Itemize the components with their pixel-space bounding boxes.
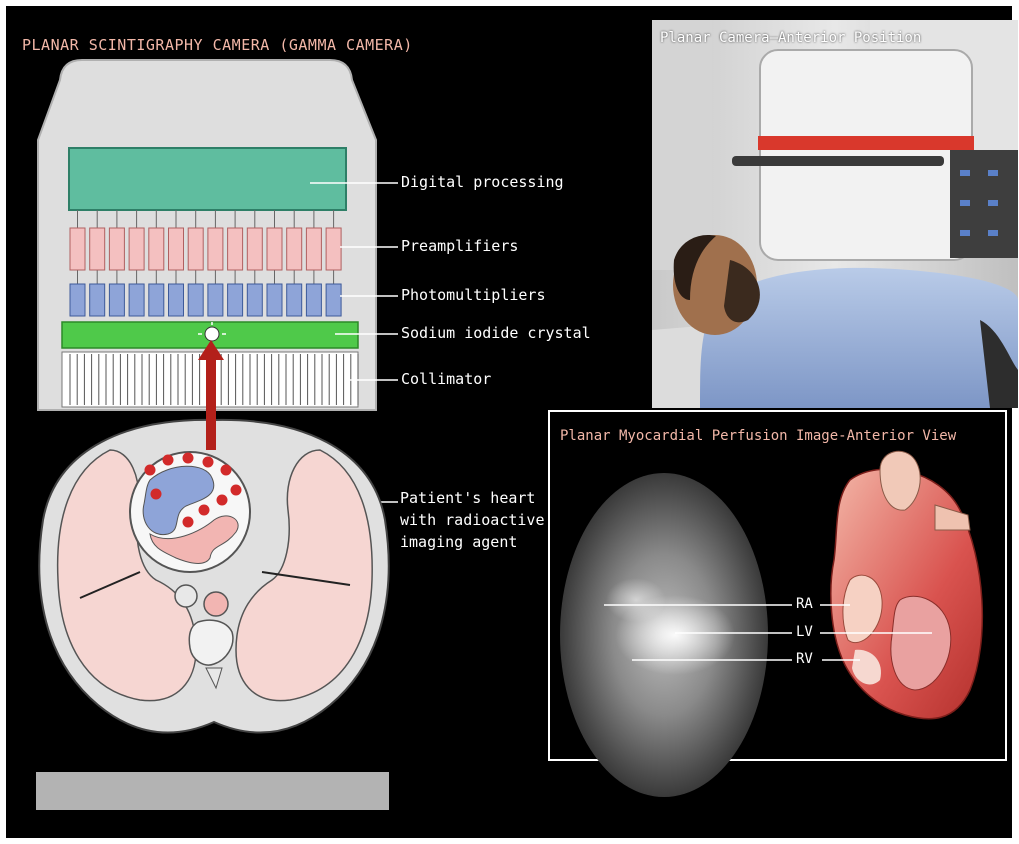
label-photomultipliers: Photomultipliers	[401, 286, 546, 304]
label-preamplifiers: Preamplifiers	[401, 237, 518, 255]
camera-red-band	[758, 136, 974, 150]
radioactive-dot	[183, 453, 194, 464]
diagram-title: PLANAR SCINTIGRAPHY CAMERA (GAMMA CAMERA…	[22, 36, 413, 54]
digital-processing-block	[69, 148, 346, 210]
preamplifier	[326, 228, 341, 270]
torso-cross-section	[39, 420, 388, 733]
radioactive-dot	[163, 455, 174, 466]
camera-handle	[732, 156, 944, 166]
preamplifier	[267, 228, 282, 270]
label-collimator: Collimator	[401, 370, 491, 388]
preamplifier	[247, 228, 262, 270]
preamplifier	[70, 228, 85, 270]
photomultiplier-tube	[109, 284, 124, 316]
preamplifier	[306, 228, 321, 270]
imaging-table	[36, 772, 389, 810]
photomultiplier-tube	[208, 284, 223, 316]
preamplifier	[228, 228, 243, 270]
heart-label-line-2: with radioactive	[400, 509, 545, 531]
photomultiplier-tube	[326, 284, 341, 316]
radioactive-dot	[151, 489, 162, 500]
label-patient-heart: Patient's heart with radioactive imaging…	[400, 487, 545, 553]
heart-label-line-3: imaging agent	[400, 531, 545, 553]
photomultiplier-tube	[188, 284, 203, 316]
preamplifier	[208, 228, 223, 270]
photomultiplier-tube	[306, 284, 321, 316]
label-digital-processing: Digital processing	[401, 173, 564, 191]
photomultiplier-tube	[70, 284, 85, 316]
preamplifier	[109, 228, 124, 270]
photomultiplier-tube	[90, 284, 105, 316]
camera-photo	[652, 20, 1018, 408]
photomultiplier-tube	[247, 284, 262, 316]
label-sodium-iodide-crystal: Sodium iodide crystal	[401, 324, 591, 342]
photomultiplier-tube	[129, 284, 144, 316]
preamplifier	[287, 228, 302, 270]
esophagus	[175, 585, 197, 607]
radioactive-dot	[183, 517, 194, 528]
preamplifier	[169, 228, 184, 270]
photomultiplier-tube	[228, 284, 243, 316]
label-lv: LV	[796, 624, 813, 640]
photo-title: Planar Camera—Anterior Position	[660, 30, 921, 46]
photomultiplier-tube	[149, 284, 164, 316]
scintillation-flash	[205, 327, 219, 341]
radioactive-dot	[231, 485, 242, 496]
label-ra: RA	[796, 596, 813, 612]
preamplifier	[188, 228, 203, 270]
label-rv: RV	[796, 651, 813, 667]
radioactive-dot	[203, 457, 214, 468]
preamplifier	[129, 228, 144, 270]
photomultiplier-tube	[267, 284, 282, 316]
photomultiplier-tube	[287, 284, 302, 316]
radioactive-dot	[221, 465, 232, 476]
perfusion-inset	[549, 411, 1006, 797]
heart-label-line-1: Patient's heart	[400, 487, 545, 509]
preamplifier	[90, 228, 105, 270]
camera-head	[760, 50, 972, 260]
radioactive-dot	[217, 495, 228, 506]
radioactive-dot	[199, 505, 210, 516]
photomultiplier-tube	[169, 284, 184, 316]
preamplifier	[149, 228, 164, 270]
aorta	[204, 592, 228, 616]
inset-title: Planar Myocardial Perfusion Image-Anteri…	[560, 428, 956, 444]
radioactive-dot	[145, 465, 156, 476]
